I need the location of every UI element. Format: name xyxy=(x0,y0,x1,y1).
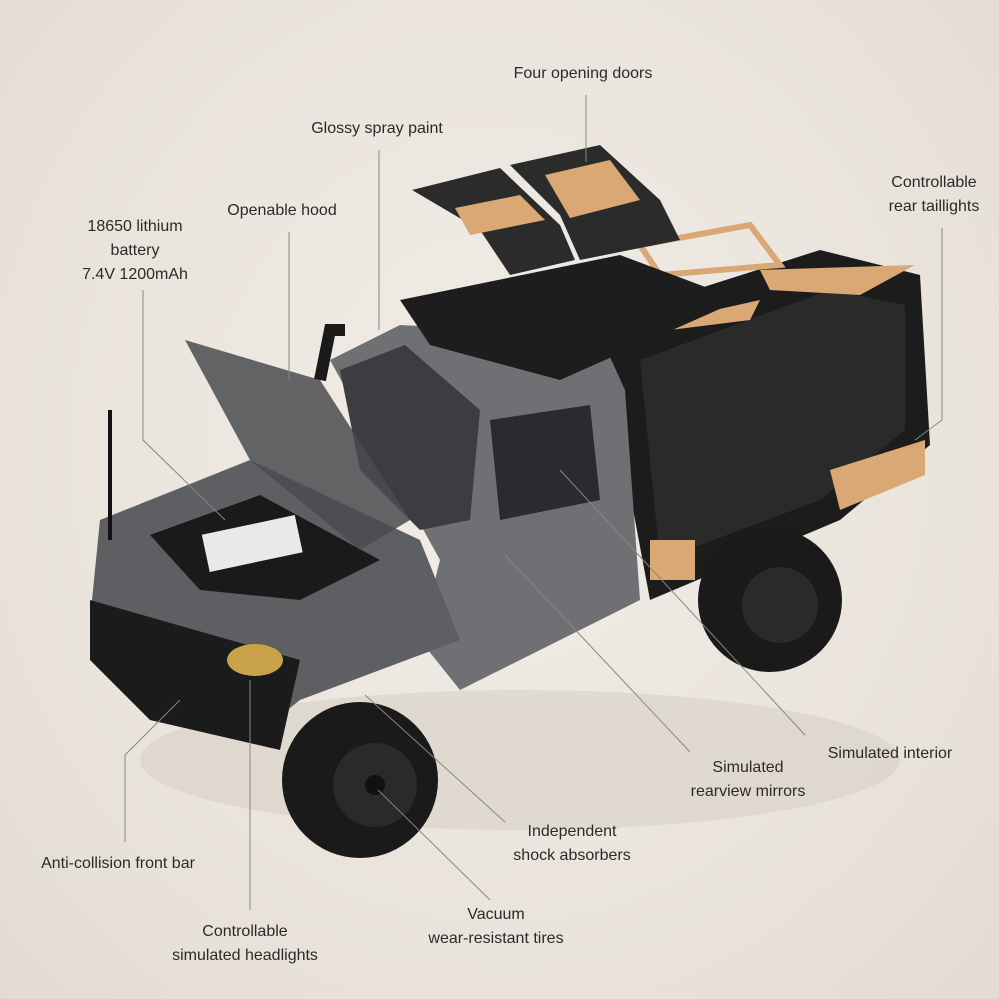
callout-taillights: Controllable rear taillights xyxy=(889,171,980,219)
callout-headlights-line1: Controllable xyxy=(202,923,288,940)
callout-battery-line1: 18650 lithium xyxy=(87,218,183,235)
callout-tires-line2: wear-resistant tires xyxy=(428,930,564,947)
callout-battery-line3: 7.4V 1200mAh xyxy=(82,266,188,283)
callout-taillights-line2: rear taillights xyxy=(888,198,980,215)
callout-mirrors-line1: Simulated xyxy=(712,759,784,776)
callout-headlights: Controllable simulated headlights xyxy=(172,920,318,968)
leader-lines xyxy=(124,95,943,910)
callout-shocks: Independent shock absorbers xyxy=(513,820,630,868)
callout-shocks-line2: shock absorbers xyxy=(513,847,631,864)
callout-tires-line1: Vacuum xyxy=(467,906,525,923)
front-end xyxy=(90,324,460,750)
callout-shocks-line1: Independent xyxy=(527,823,617,840)
wheels xyxy=(282,528,842,858)
callout-battery: 18650 lithium battery 7.4V 1200mAh xyxy=(82,215,188,287)
callout-mirrors: Simulated rearview mirrors xyxy=(691,756,806,804)
callout-frontbar: Anti-collision front bar xyxy=(41,855,195,872)
callout-headlights-line2: simulated headlights xyxy=(172,947,318,964)
cab-body xyxy=(330,255,740,690)
callout-hood: Openable hood xyxy=(227,202,337,219)
callout-interior: Simulated interior xyxy=(827,745,953,762)
callout-paint: Glossy spray paint xyxy=(311,120,443,137)
callout-tires: Vacuum wear-resistant tires xyxy=(428,903,563,951)
opened-doors xyxy=(412,145,680,275)
callout-battery-line2: battery xyxy=(110,242,160,259)
callout-mirrors-line2: rearview mirrors xyxy=(690,783,806,800)
callout-taillights-line1: Controllable xyxy=(891,174,977,191)
rear-bed xyxy=(600,221,930,600)
callout-doors: Four opening doors xyxy=(513,65,653,82)
